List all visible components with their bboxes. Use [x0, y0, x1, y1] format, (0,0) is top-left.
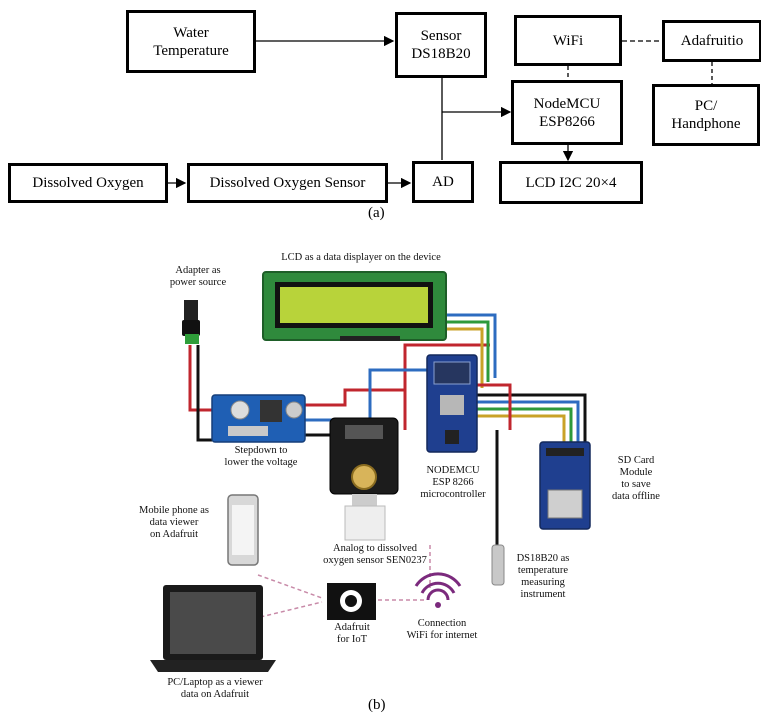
- lcd-module: [262, 271, 447, 341]
- lcd-block: LCD I2C 20×4: [499, 161, 643, 204]
- nodemcu-label-line1: NODEMCU: [426, 465, 480, 476]
- wire-sd-black: [475, 393, 587, 445]
- wire-adapter-red: [188, 345, 212, 412]
- wire-red-top: [305, 343, 490, 407]
- mobile-label-line3: on Adafruit: [149, 529, 199, 540]
- wire-probe-red: [475, 383, 512, 430]
- sensor-line1: Sensor: [420, 28, 462, 44]
- wire-lcd-blue: [445, 313, 497, 378]
- adapter-label-line1: Adapter as: [175, 265, 221, 276]
- ds18b20-label-line1: DS18B20 as: [516, 553, 570, 564]
- do-sensor-block: Dissolved Oxygen Sensor: [187, 163, 388, 203]
- water-temperature-line1: Water: [173, 24, 209, 41]
- laptop: [150, 585, 276, 672]
- ds18b20-probe: [491, 430, 505, 586]
- wire-sd-green: [475, 407, 573, 445]
- ad-block: AD: [412, 161, 474, 203]
- nodemcu-label-line3: microcontroller: [420, 489, 486, 500]
- adafruit-iot-label: Adafruit for IoT: [320, 622, 384, 646]
- wifi-label: WiFi: [552, 32, 584, 49]
- stepdown-module: [211, 394, 306, 443]
- wire-sd-yellow: [475, 414, 566, 445]
- sdcard-module: [539, 441, 591, 530]
- stepdown-label: Stepdown to lower the voltage: [206, 445, 316, 469]
- mobile-phone: [227, 494, 259, 566]
- adafruit-iot-label-line2: for IoT: [336, 634, 368, 645]
- caption-a: (a): [368, 205, 385, 221]
- pc-laptop-label-line2: data on Adafruit: [180, 689, 250, 700]
- wifi-connection-label-line2: WiFi for internet: [406, 630, 478, 641]
- sdcard-label-line2: Module: [619, 467, 653, 478]
- sdcard-label-line3: to save: [621, 479, 651, 490]
- wire-lcd-yellow: [445, 327, 484, 388]
- stepdown-label-line2: lower the voltage: [224, 457, 298, 468]
- dissolved-oxygen-text: Dissolved Oxygen: [32, 175, 144, 191]
- esp8266-module: [426, 354, 478, 453]
- adapter-label: Adapter as power source: [148, 265, 248, 289]
- adapter-label-line2: power source: [169, 277, 227, 288]
- adafruit-block: Adafruitio: [662, 20, 761, 62]
- adafruit-iot-label-line1: Adafruit: [334, 622, 370, 633]
- do-sensor-text: Dissolved Oxygen Sensor: [209, 175, 366, 191]
- water-temperature-line2: Temperature: [153, 42, 229, 59]
- pc-handphone-line2: Handphone: [671, 116, 741, 132]
- wifi-connection-label-line1: Connection: [417, 618, 467, 629]
- wire-lcd-green: [445, 320, 490, 382]
- do-sensor-label: Analog to dissolved oxygen sensor SEN023…: [300, 543, 450, 567]
- nodemcu-label: NODEMCU ESP 8266 microcontroller: [403, 465, 503, 501]
- do-sensor-label-line1: Analog to dissolved: [333, 543, 417, 554]
- water-temperature-block: Water Temperature: [126, 10, 256, 73]
- ds18b20-label-line2: temperature: [517, 565, 569, 576]
- sdcard-label-line1: SD Card: [617, 455, 655, 466]
- sensor-block: Sensor DS18B20: [395, 12, 487, 78]
- mobile-label: Mobile phone as data viewer on Adafruit: [124, 505, 224, 541]
- stepdown-label-line1: Stepdown to: [234, 445, 288, 456]
- adafruit-logo: [327, 583, 376, 620]
- sdcard-label-line4: data offline: [612, 491, 660, 502]
- ds18b20-label: DS18B20 as temperature measuring instrum…: [503, 553, 583, 601]
- nodemcu-line2: ESP8266: [539, 113, 595, 130]
- do-sensor-module: [329, 417, 399, 541]
- lcd-device-label: LCD as a data displayer on the device: [281, 252, 441, 263]
- sensor-line2: DS18B20: [411, 46, 471, 62]
- nodemcu-block: NodeMCU ESP8266: [511, 80, 623, 145]
- pc-laptop-label: PC/Laptop as a viewer data on Adafruit: [150, 677, 280, 701]
- power-adapter: [182, 300, 200, 344]
- nodemcu-line1: NodeMCU: [533, 95, 601, 112]
- wire-blue-mid: [305, 368, 430, 422]
- sdcard-label: SD Card Module to save data offline: [596, 455, 676, 503]
- wifi-icon: [414, 572, 462, 608]
- ds18b20-label-line4: instrument: [520, 589, 566, 600]
- nodemcu-label-line2: ESP 8266: [432, 477, 474, 488]
- mobile-label-line1: Mobile phone as: [139, 505, 209, 516]
- lcd-text: LCD I2C 20×4: [525, 174, 617, 191]
- mobile-label-line2: data viewer: [149, 517, 199, 528]
- wifi-block: WiFi: [514, 15, 622, 66]
- caption-b: (b): [368, 697, 386, 713]
- dissolved-oxygen-block: Dissolved Oxygen: [8, 163, 168, 203]
- adafruit-text: Adafruitio: [680, 33, 744, 49]
- ds18b20-label-line3: measuring: [521, 577, 565, 588]
- pc-handphone-block: PC/ Handphone: [652, 84, 760, 146]
- pc-laptop-label-line1: PC/Laptop as a viewer: [167, 677, 263, 688]
- wire-adapter-black: [196, 345, 212, 442]
- wifi-connection-label: Connection WiFi for internet: [392, 618, 492, 642]
- ad-text: AD: [432, 174, 454, 190]
- pc-handphone-line1: PC/: [694, 98, 718, 114]
- do-sensor-label-line2: oxygen sensor SEN0237: [323, 555, 427, 566]
